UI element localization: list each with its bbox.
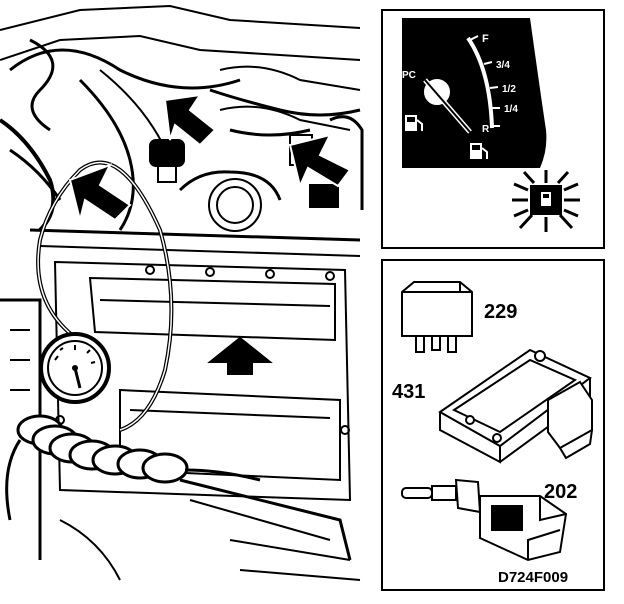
pressure-sensor-component xyxy=(438,348,593,464)
pressure-sensor-label: 431 xyxy=(392,381,425,403)
arrow-injector-3 xyxy=(288,133,352,190)
gauge-mark-pc: PC xyxy=(402,70,416,81)
pressure-gauge xyxy=(39,332,111,404)
engine-bay-illustration xyxy=(0,4,364,581)
fuel-pump-icon xyxy=(405,115,423,131)
gauge-mark-r: R xyxy=(482,124,490,135)
relay-component xyxy=(401,281,473,353)
figure-code: D724F009 xyxy=(498,569,568,586)
low-fuel-warning-lamp xyxy=(512,170,580,232)
corrugated-air-hose xyxy=(5,414,261,521)
fuel-scale-arc xyxy=(466,36,494,129)
gauge-mark-three-quarter: 3/4 xyxy=(496,60,510,71)
gauge-mark-half: 1/2 xyxy=(502,84,516,95)
relay-label: 229 xyxy=(484,301,517,323)
arrow-center-up xyxy=(207,336,273,375)
temperature-sensor-component xyxy=(401,478,568,562)
temperature-sensor-label: 202 xyxy=(544,481,577,503)
fuel-needle xyxy=(422,77,472,134)
gauge-mark-quarter: 1/4 xyxy=(504,104,518,115)
arrow-injector-2 xyxy=(163,93,217,147)
fuel-pump-icon-low xyxy=(470,143,488,159)
gauge-mark-f: F xyxy=(482,33,489,45)
arrow-injector-1 xyxy=(68,163,132,222)
fuel-gauge-face xyxy=(402,18,547,168)
arrows-injector-locations xyxy=(68,93,352,222)
